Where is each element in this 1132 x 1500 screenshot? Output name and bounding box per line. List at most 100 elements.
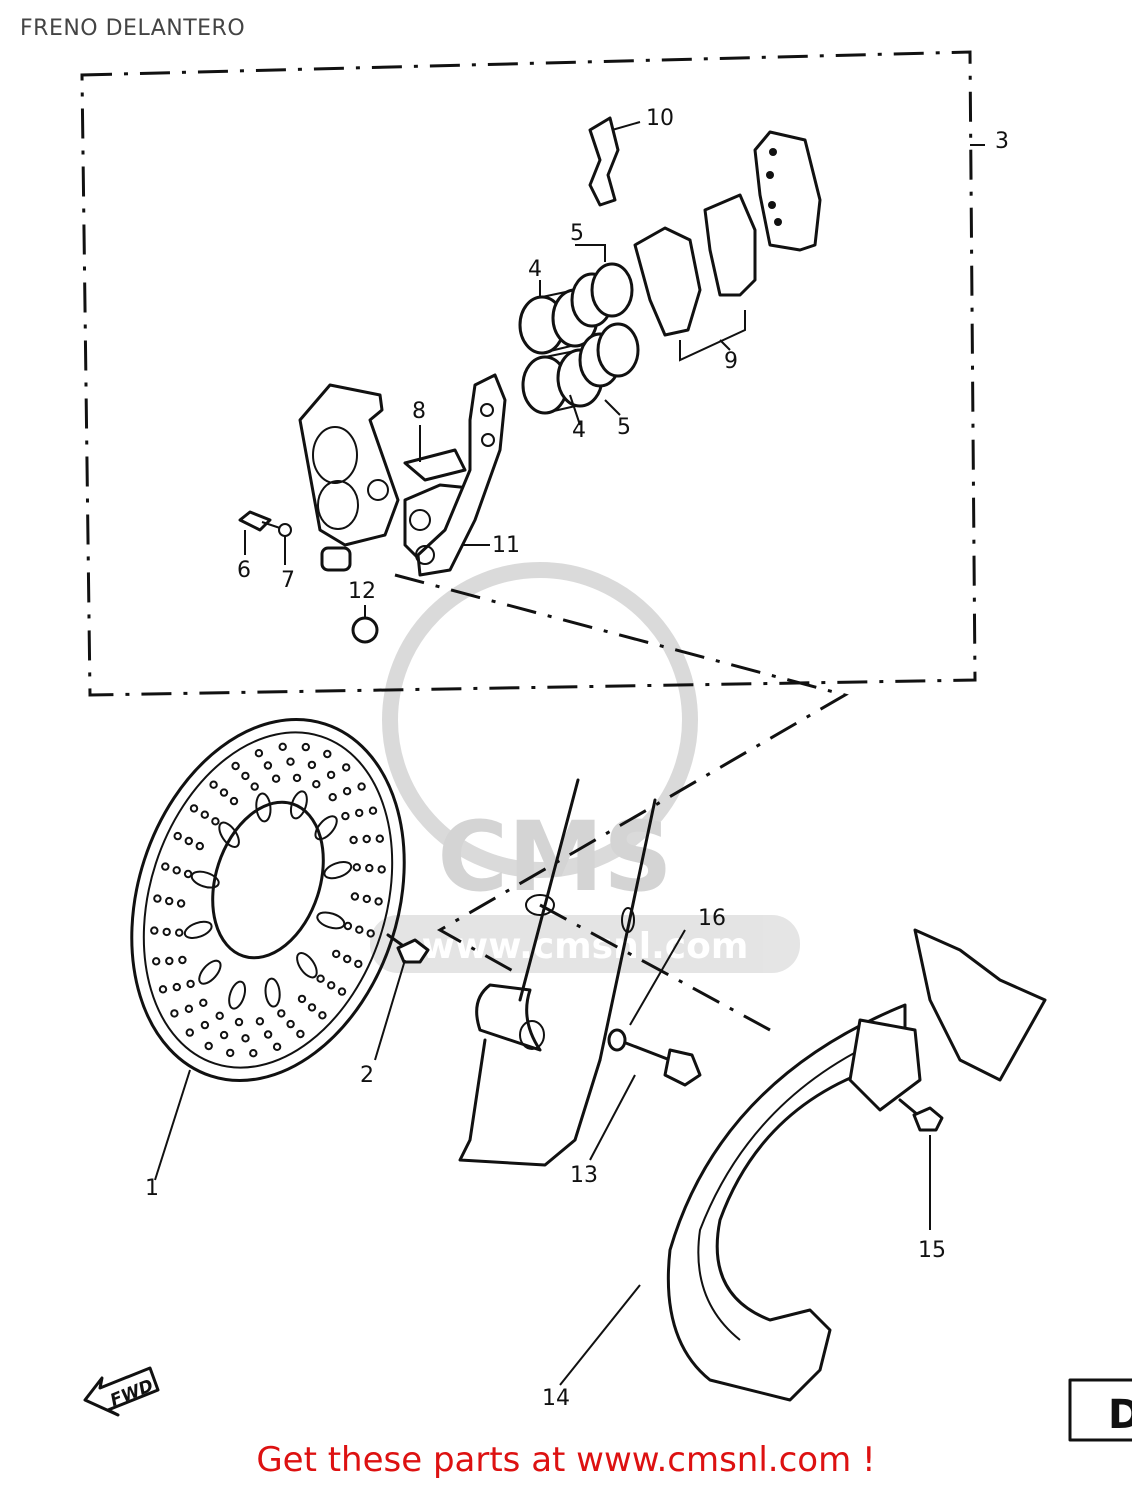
disc-hole bbox=[176, 899, 186, 908]
disc-hole bbox=[184, 836, 194, 846]
disc-hole bbox=[254, 749, 264, 758]
pad-spring bbox=[403, 448, 467, 482]
disc-hole bbox=[219, 1030, 229, 1040]
pad-backing-plate bbox=[753, 130, 822, 252]
disc-hole bbox=[173, 831, 182, 841]
piston-seals bbox=[570, 262, 640, 388]
disc-hole bbox=[172, 982, 182, 992]
bleed-screw bbox=[238, 510, 292, 537]
leader-lines bbox=[154, 121, 931, 1386]
disc-hole bbox=[226, 1048, 235, 1058]
disc-hole bbox=[200, 810, 210, 819]
disc-hole bbox=[362, 834, 371, 844]
disc-hole bbox=[377, 865, 386, 874]
callout-1: 1 bbox=[145, 1176, 159, 1201]
callout-12: 12 bbox=[348, 579, 376, 604]
callout-15: 15 bbox=[918, 1238, 946, 1263]
disc-hole bbox=[152, 957, 161, 966]
footer-link-text[interactable]: Get these parts at www.cmsnl.com ! bbox=[256, 1440, 876, 1480]
disc-hole bbox=[343, 954, 352, 964]
disc-hole bbox=[189, 804, 199, 813]
disc-hole bbox=[277, 1009, 286, 1018]
pad-clip bbox=[588, 116, 620, 207]
disc-hole bbox=[355, 808, 364, 818]
disc-hole bbox=[172, 866, 181, 875]
caliper-assembly-frame bbox=[80, 50, 977, 697]
disc-hole bbox=[162, 927, 171, 937]
disc-hole bbox=[170, 1009, 179, 1018]
callout-13: 13 bbox=[570, 1163, 598, 1188]
disc-hole bbox=[153, 894, 162, 903]
disc-hole bbox=[195, 841, 205, 851]
disc-hole bbox=[175, 928, 184, 937]
disc-hole bbox=[342, 787, 352, 796]
disc-slot bbox=[218, 821, 240, 849]
disc-slot bbox=[289, 790, 308, 820]
disc-hole bbox=[286, 757, 295, 766]
disc-hole bbox=[231, 761, 240, 771]
callout-6: 6 bbox=[237, 558, 251, 583]
disc-hole bbox=[263, 1030, 273, 1039]
disc-hole bbox=[278, 742, 287, 751]
disc-hole bbox=[328, 793, 337, 802]
caliper-bracket bbox=[403, 373, 507, 577]
disc-hole bbox=[249, 1049, 258, 1058]
disc-slot bbox=[255, 792, 272, 823]
page-letter: D bbox=[1108, 1392, 1132, 1438]
callout-16: 16 bbox=[698, 906, 726, 931]
disc-hole bbox=[296, 1029, 305, 1039]
disc-hole bbox=[184, 1004, 194, 1013]
disc-hole bbox=[341, 811, 350, 821]
assembly-lines bbox=[394, 573, 849, 1032]
disc-hole bbox=[312, 780, 321, 789]
callout-7: 7 bbox=[281, 568, 295, 593]
disc-hole bbox=[286, 1019, 295, 1029]
disc-hole bbox=[307, 1003, 317, 1012]
disc-hole bbox=[241, 1034, 250, 1043]
disc-hole bbox=[158, 985, 168, 994]
disc-slot bbox=[228, 980, 247, 1010]
cover-screw bbox=[898, 1098, 944, 1132]
disc-hole bbox=[323, 749, 332, 759]
disc-hole bbox=[327, 981, 336, 990]
callout-11: 11 bbox=[492, 533, 520, 558]
page-title: FRENO DELANTERO bbox=[20, 16, 246, 41]
disc-hole bbox=[307, 760, 317, 770]
disc-hole bbox=[234, 1017, 244, 1027]
disc-hole bbox=[255, 1017, 265, 1026]
disc-slot bbox=[316, 911, 346, 930]
disc-hole bbox=[263, 761, 273, 770]
page-letter-box: D bbox=[1068, 1378, 1132, 1442]
disc-slot bbox=[264, 977, 281, 1008]
disc-slot bbox=[183, 920, 213, 939]
watermark-url: www.cmsnl.com bbox=[422, 926, 749, 967]
callout-10: 10 bbox=[646, 106, 674, 131]
disc-hole bbox=[354, 959, 363, 969]
axle-bolt bbox=[607, 1028, 702, 1087]
disc-hole bbox=[342, 763, 351, 772]
disc-hole bbox=[366, 929, 375, 938]
brake-pads bbox=[633, 193, 757, 362]
disc-hole bbox=[297, 994, 307, 1004]
disc-hole bbox=[211, 817, 220, 826]
disc-hole bbox=[349, 835, 358, 845]
disc-hole bbox=[271, 774, 281, 783]
callout-5b: 5 bbox=[617, 415, 631, 440]
disc-hole bbox=[337, 987, 347, 996]
disc-hole bbox=[185, 1028, 195, 1037]
disc-slot bbox=[198, 959, 222, 985]
cms-watermark: CMS www.cmsnl.com bbox=[370, 562, 800, 973]
disc-hole bbox=[318, 1011, 327, 1020]
callout-5a: 5 bbox=[570, 221, 584, 246]
disc-hole bbox=[229, 796, 239, 806]
disc-hole bbox=[204, 1041, 213, 1051]
disc-hole bbox=[375, 834, 384, 843]
disc-hole bbox=[316, 974, 325, 983]
disc-hole bbox=[241, 771, 250, 781]
caliper-nut bbox=[351, 616, 379, 644]
fork-leg bbox=[458, 778, 657, 1167]
disc-hole bbox=[209, 780, 218, 789]
caliper-body bbox=[298, 383, 400, 572]
disc-hole bbox=[368, 806, 378, 815]
disc-hole bbox=[343, 921, 353, 931]
